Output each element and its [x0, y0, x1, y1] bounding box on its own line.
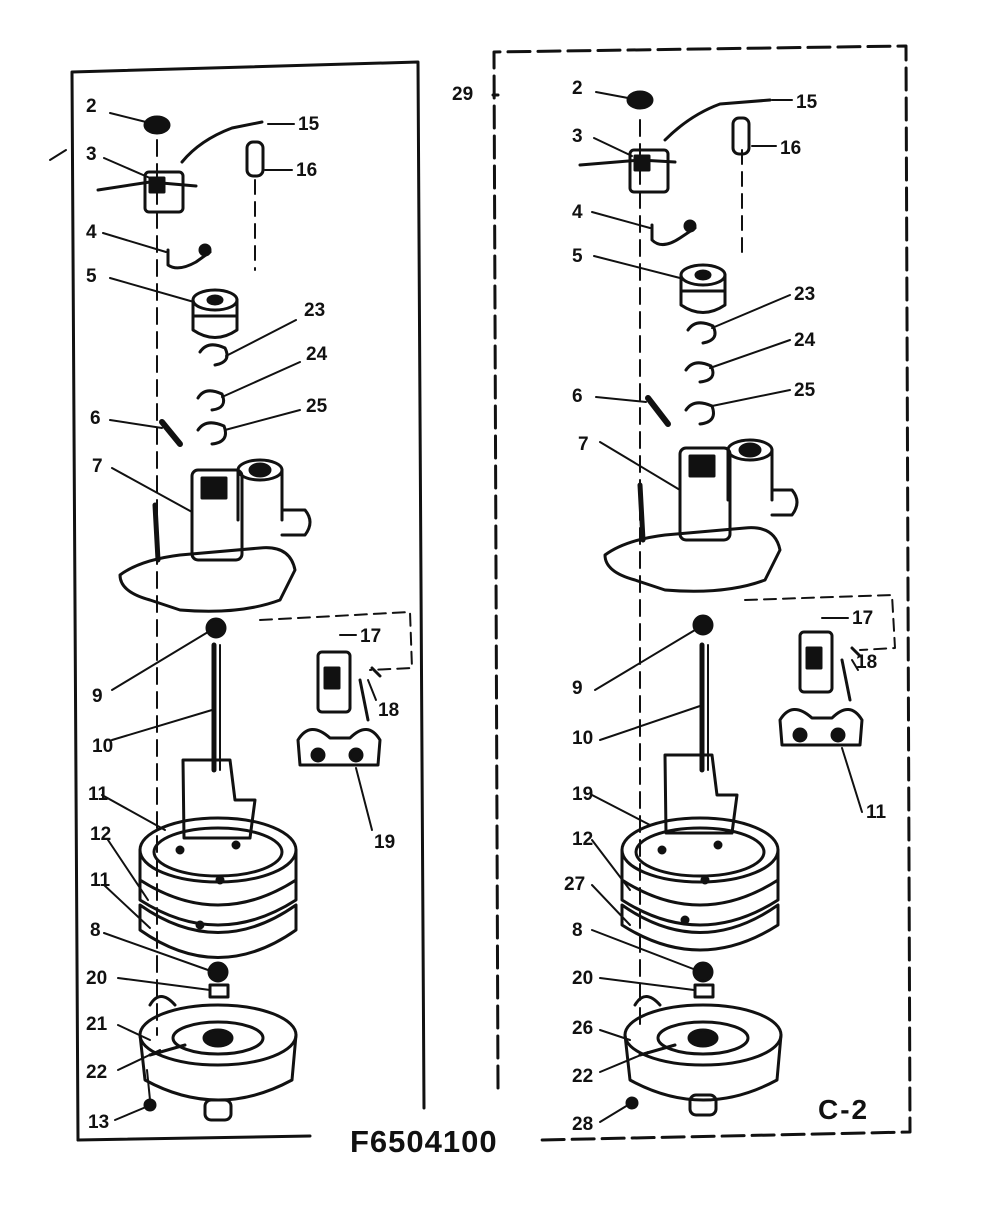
part-3-bracket [578, 148, 677, 194]
part-13-screw [143, 1098, 157, 1112]
part-20-coupling [693, 983, 715, 999]
right-callout-25: 25 [794, 380, 816, 401]
part-24-spring [684, 361, 715, 384]
part-17-19-cam-assembly [778, 630, 864, 747]
part-11-12-basket [620, 753, 780, 952]
part-24-spring [196, 389, 226, 412]
part-5-pulley [191, 288, 239, 339]
right-callout-7: 7 [578, 434, 589, 455]
left-callout-24: 24 [306, 344, 328, 365]
right-callout-22: 22 [572, 1066, 593, 1087]
left-callout-2: 2 [86, 96, 97, 117]
part-6-pin [645, 395, 671, 427]
left-callout-22: 22 [86, 1062, 107, 1083]
right-callout-6: 6 [572, 386, 583, 407]
part-25-spring [196, 421, 227, 446]
right-callout-15: 15 [796, 92, 818, 113]
right-callout-11: 11 [866, 802, 887, 823]
left-callout-25: 25 [306, 396, 328, 417]
right-callout-4: 4 [572, 202, 583, 223]
right-callout-20: 20 [572, 968, 593, 989]
left-callout-12: 12 [90, 824, 111, 845]
part-16-bushing [245, 140, 265, 178]
left-callout-8: 8 [90, 920, 101, 941]
right-callout-2: 2 [572, 78, 583, 99]
part-10-shaft [699, 642, 709, 773]
right-callout-18: 18 [856, 652, 877, 673]
left-callout-11: 11 [90, 870, 111, 891]
left-assembly [96, 112, 413, 1122]
part-23-spring [686, 321, 717, 345]
part-16-bushing [731, 116, 751, 156]
left-panel-frame [70, 60, 426, 1142]
left-callout-21: 21 [86, 1014, 108, 1035]
left-callout-4: 4 [86, 222, 97, 243]
right-callout-5: 5 [572, 246, 583, 267]
part-7-housing [603, 438, 799, 593]
part-15-wire [663, 98, 772, 142]
left-callout-9: 9 [92, 686, 103, 707]
right-callout-26: 26 [572, 1018, 593, 1039]
left-callout-18: 18 [378, 700, 399, 721]
left-callout-7: 7 [92, 456, 103, 477]
part-23-spring [198, 343, 229, 367]
right-callout-3: 3 [572, 126, 583, 147]
left-callout-16: 16 [296, 160, 317, 181]
left-callout-13: 13 [88, 1112, 109, 1133]
left-callout-10: 10 [92, 736, 113, 757]
part-9-ball [692, 614, 714, 636]
right-panel-frame [492, 44, 912, 1142]
right-callout-19: 19 [572, 784, 593, 805]
left-callout-15: 15 [298, 114, 320, 135]
part-2-nut [143, 115, 171, 135]
right-callout-17: 17 [852, 608, 873, 629]
part-6-pin [159, 419, 183, 447]
part-25-spring [684, 401, 715, 426]
sheet-mark: C-2 [818, 1094, 870, 1125]
right-callout-8: 8 [572, 920, 583, 941]
part-3-bracket [96, 170, 198, 214]
part-8-ball [207, 961, 229, 983]
right-callout-9: 9 [572, 678, 583, 699]
left-callout-6: 6 [90, 408, 101, 429]
part-7-housing [118, 458, 312, 613]
part-4-clip [166, 248, 212, 270]
left-callout-3: 3 [86, 144, 97, 165]
part-4-clip [650, 223, 697, 246]
left-callout-20: 20 [86, 968, 107, 989]
right-callout-28: 28 [572, 1114, 593, 1135]
right-assembly [491, 90, 896, 1123]
part-8-ball [692, 961, 714, 983]
right-callout-12: 12 [572, 829, 593, 850]
part-21-22-base [138, 995, 298, 1122]
part-28-screw [625, 1096, 639, 1110]
right-callout-29: 29 [452, 84, 473, 105]
part-code: F6504100 [350, 1124, 498, 1159]
left-callout-5: 5 [86, 266, 97, 287]
right-callout-27: 27 [564, 874, 585, 895]
part-26-22-base [623, 995, 783, 1117]
part-17-19-cam-assembly [296, 650, 382, 767]
left-callout-17: 17 [360, 626, 381, 647]
part-2-nut [626, 90, 654, 110]
left-callout-19: 19 [374, 832, 395, 853]
part-20-coupling [208, 983, 230, 999]
part-9-ball [205, 617, 227, 639]
part-15-wire [180, 120, 264, 164]
part-11-12-basket [138, 758, 298, 959]
left-callout-23: 23 [304, 300, 325, 321]
right-callout-10: 10 [572, 728, 593, 749]
part-5-pulley [679, 263, 727, 314]
part-10-shaft [211, 642, 221, 773]
left-callout-11: 11 [88, 784, 109, 805]
right-callout-16: 16 [780, 138, 801, 159]
right-callout-24: 24 [794, 330, 816, 351]
right-callout-23: 23 [794, 284, 815, 305]
